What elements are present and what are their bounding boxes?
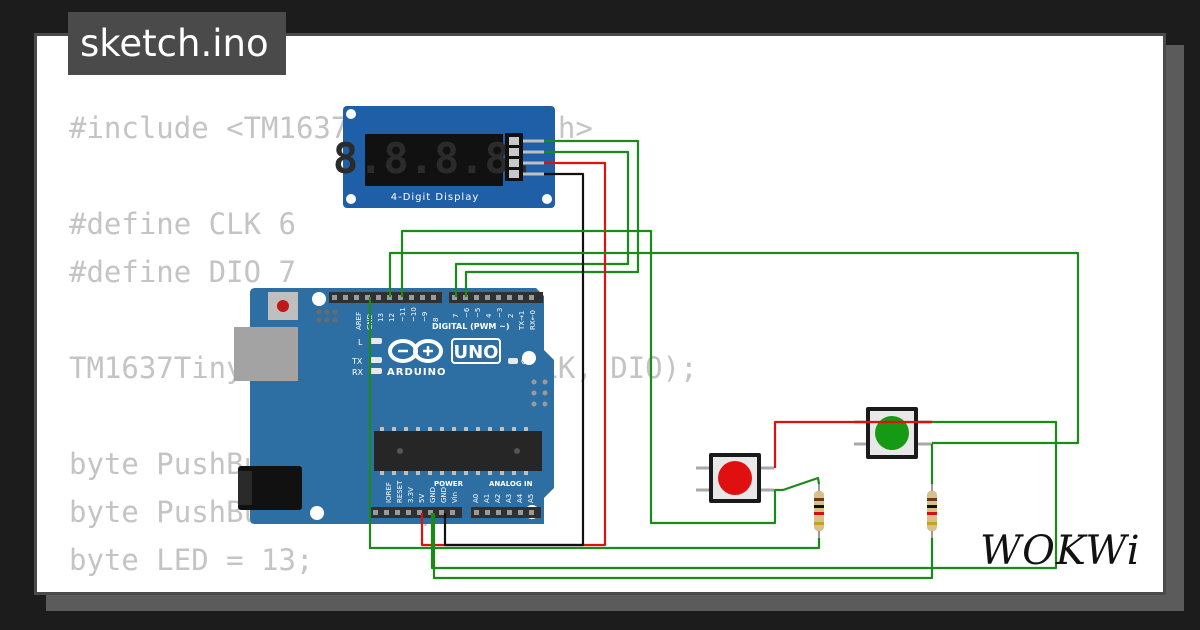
arduino-logo-icon [388,339,443,363]
l-led-label: L [358,338,363,347]
svg-text:8: 8 [432,318,440,322]
svg-text:~10: ~10 [410,307,418,322]
code-line: #define DIO 7 [69,255,296,289]
svg-text:~5: ~5 [474,308,482,318]
svg-text:~11: ~11 [399,307,407,322]
on-led [508,358,518,364]
svg-text:RESET: RESET [396,480,404,503]
pushbutton-green[interactable] [854,407,932,459]
uno-box [451,338,501,364]
analog-label: ANALOG IN [489,480,533,488]
arduino-brand: ARDUINO [387,367,446,378]
wire-gnd-resistor-1 [368,297,821,550]
usb-port [234,327,298,381]
on-label: ON [521,357,533,366]
top-pin-labels: AREF GND 13 12 ~11 ~10 ~9 8 7 ~6 ~5 4 ~3… [355,307,537,331]
svg-text:~3: ~3 [496,308,504,318]
svg-text:A0: A0 [472,494,480,503]
resistor-2[interactable] [927,484,937,538]
analog-header[interactable] [471,507,541,518]
svg-text:2: 2 [507,314,515,318]
tx-led [370,357,382,363]
svg-text:RX←0: RX←0 [529,310,537,330]
svg-text:5V: 5V [418,494,426,503]
svg-text:A1: A1 [483,494,491,503]
wire-pin-12 [400,229,821,525]
svg-text:TX→1: TX→1 [518,311,526,331]
rx-led-label: RX [352,368,364,377]
power-jack [238,466,302,510]
power-header[interactable] [370,507,462,518]
svg-text:7: 7 [452,314,460,318]
svg-text:A3: A3 [505,494,513,503]
svg-text:GND: GND [440,487,448,503]
digital-header-left[interactable] [329,292,442,303]
wires [368,139,1080,580]
svg-text:A2: A2 [494,494,502,503]
tm1637-display[interactable]: 8.8.8.8. 4-Digit Display [333,106,555,208]
svg-text:~6: ~6 [463,307,471,318]
svg-text:4: 4 [485,313,493,318]
digital-label: DIGITAL (PWM ~) [432,322,510,331]
svg-text:AREF: AREF [355,312,363,330]
svg-text:12: 12 [388,313,396,322]
wire-gnd-resistor-2 [432,513,934,580]
code-line: #define CLK 6 [69,207,296,241]
svg-text:Vin: Vin [451,492,459,503]
display-digits: 8.8.8.8. [333,134,535,183]
rx-led [370,368,382,374]
wire-display-vcc [420,161,607,547]
svg-text:~9: ~9 [421,312,429,322]
wire-pin-13 [388,251,1080,445]
svg-text:A4: A4 [516,493,524,503]
wire-5v-buttons [773,420,932,468]
svg-text:13: 13 [377,313,385,322]
resistor-1[interactable] [814,484,824,538]
wire-display-clk [464,139,640,297]
wire-display-dio [454,150,630,297]
power-label: POWER [434,480,464,488]
svg-text:IOREF: IOREF [385,482,393,503]
code-line: byte Counter = 0; [69,584,698,592]
tx-led-label: TX [351,357,363,366]
uno-label: UNO [454,342,499,363]
svg-text:3.3V: 3.3V [407,487,415,503]
wire-5v-green [430,420,1058,570]
bottom-pin-labels: IOREF RESET 3.3V 5V GND GND Vin A0 A1 A2… [385,480,535,503]
wokwi-logo-text: WOKWi [980,528,1141,574]
svg-text:A5: A5 [527,494,535,503]
l-led [370,338,382,344]
display-label: 4-Digit Display [391,192,480,203]
pushbutton-red[interactable] [696,453,774,503]
svg-text:GND: GND [429,487,437,503]
wokwi-logo: WOKWi [978,522,1153,577]
code-line: byte LED = 13; [69,543,314,577]
file-title: sketch.ino [68,12,286,75]
wire-display-gnd [443,172,585,547]
arduino-uno-board[interactable]: AREF GND 13 12 ~11 ~10 ~9 8 7 ~6 ~5 4 ~3… [234,288,554,524]
